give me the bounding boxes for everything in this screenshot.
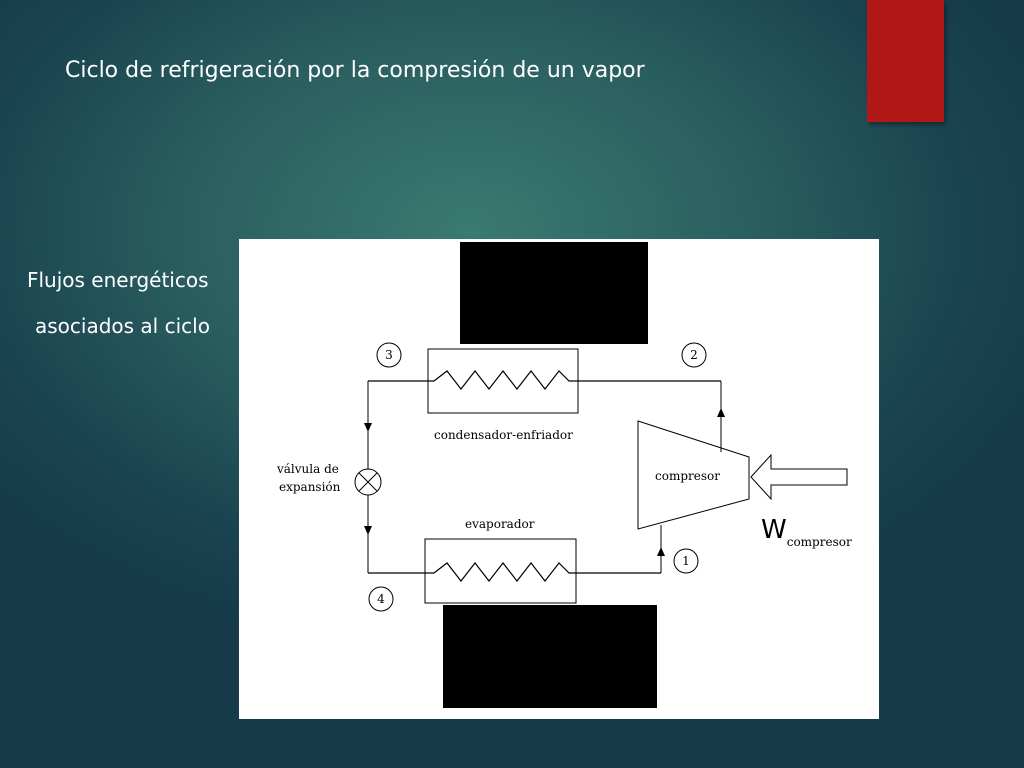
flow-arrow-compressor-in (657, 547, 665, 556)
expansion-valve (354, 468, 382, 496)
refrigeration-cycle-diagram: condensador-enfriador evaporador válvula… (239, 239, 879, 719)
slide-title: Ciclo de refrigeración por la compresión… (65, 58, 645, 83)
evaporator-label: evaporador (465, 517, 535, 531)
state-point-2: 2 (681, 342, 707, 368)
state-point-3: 3 (376, 342, 402, 368)
flow-arrow-compressor-out (717, 408, 725, 417)
condenser-label: condensador-enfriador (434, 428, 573, 442)
valve-label-line-1: válvula de (276, 462, 339, 476)
condenser-coil (368, 370, 721, 390)
compressor: compresor (637, 420, 750, 530)
work-subscript: compresor (787, 535, 852, 549)
accent-bar (867, 0, 944, 122)
state-point-4: 4 (368, 586, 394, 612)
svg-text:1: 1 (682, 554, 690, 568)
work-input-arrow (750, 453, 848, 501)
flow-arrow-left-top (364, 423, 372, 432)
side-note-line-2: asociados al ciclo (35, 314, 210, 338)
condenser: condensador-enfriador (368, 348, 721, 442)
evaporator-coil (368, 562, 661, 582)
state-point-1: 1 (673, 548, 699, 574)
valve-label-line-2: expansión (279, 480, 341, 494)
svg-text:3: 3 (385, 348, 393, 362)
work-symbol: Wcompresor (761, 515, 852, 549)
redacted-block-bottom (443, 605, 657, 708)
flow-arrow-left-bottom (364, 526, 372, 535)
svg-text:4: 4 (377, 592, 385, 606)
side-note-line-1: Flujos energéticos (27, 268, 209, 292)
svg-text:2: 2 (690, 348, 698, 362)
evaporator: evaporador (368, 517, 661, 604)
compressor-label: compresor (655, 469, 720, 483)
redacted-block-top (460, 242, 648, 344)
